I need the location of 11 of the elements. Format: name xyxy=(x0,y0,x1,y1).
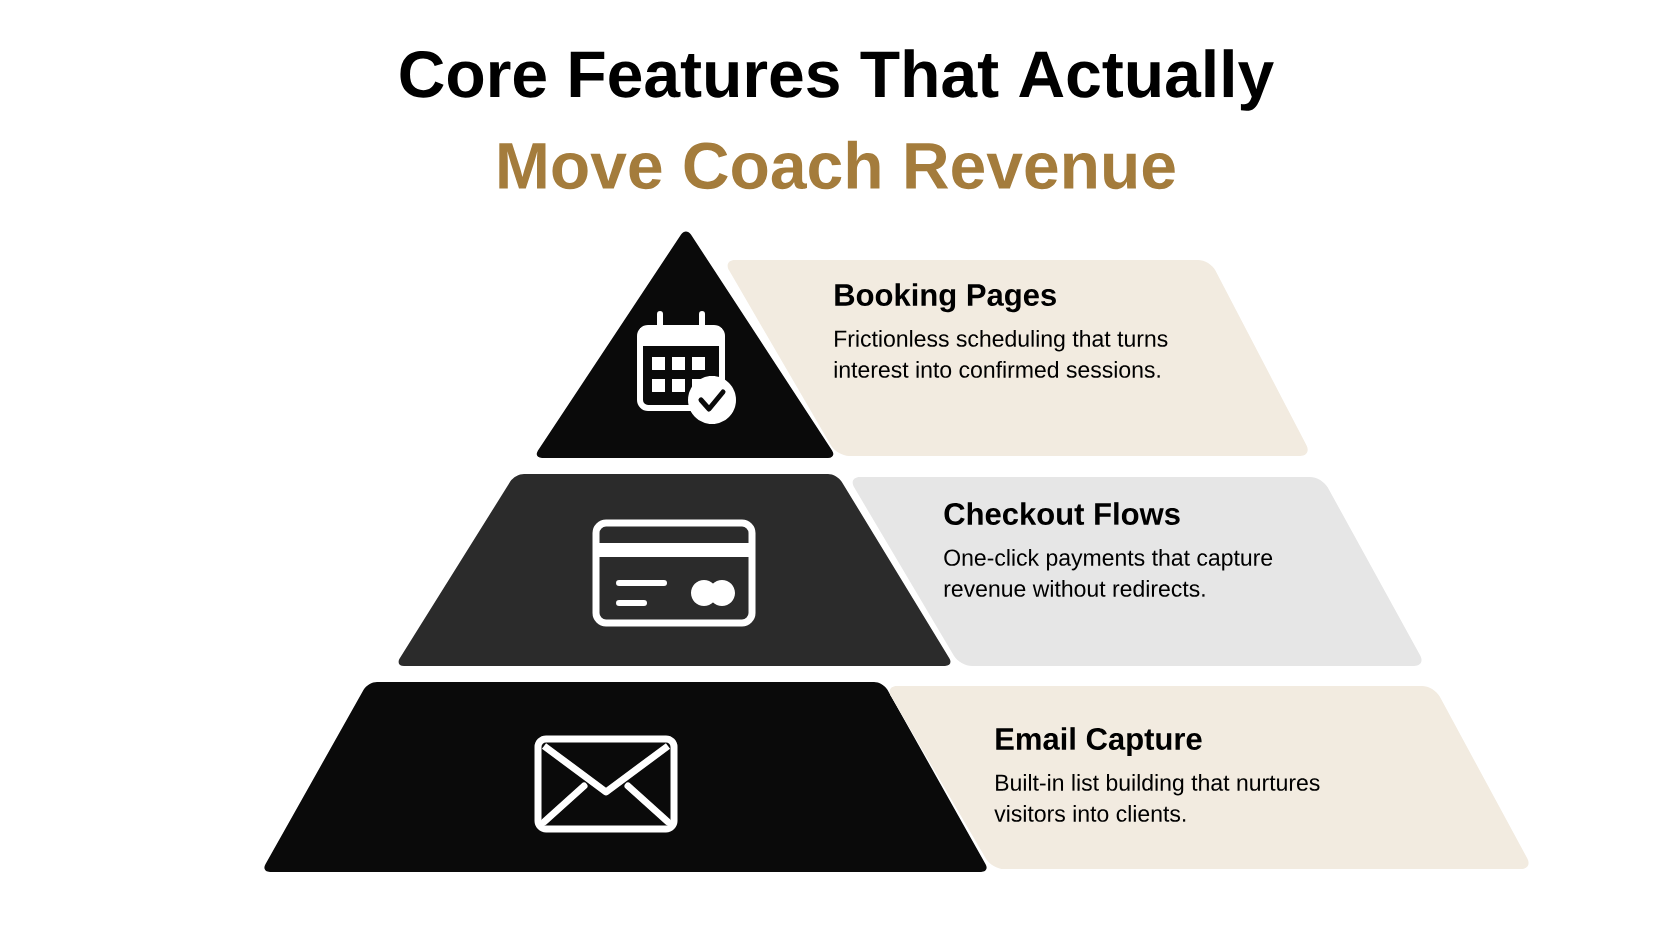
panel-description: Built-in list building that nurtures visitors into clients. xyxy=(994,774,1320,822)
feature-panel xyxy=(852,477,1422,666)
title: Core Features That Actually xyxy=(400,49,1274,111)
panel-heading: Checkout Flows xyxy=(944,502,1180,525)
feature-panel xyxy=(727,260,1308,456)
panel-description: Frictionless scheduling that turns interest into confirmed sessions. xyxy=(834,329,1168,378)
feature-panel xyxy=(889,686,1529,869)
panel-description: One-click payments that capture revenue without redirects. xyxy=(944,549,1273,597)
panel-heading: Booking Pages xyxy=(835,283,1056,313)
subtitle: Move Coach Revenue xyxy=(499,140,1175,190)
panel-heading: Email Capture xyxy=(996,727,1202,757)
